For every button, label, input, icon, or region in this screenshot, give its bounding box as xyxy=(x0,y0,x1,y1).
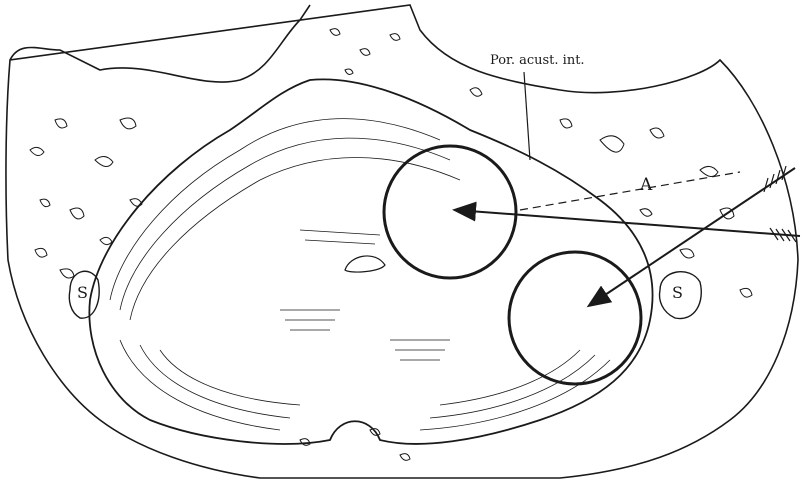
skull-outline xyxy=(6,5,798,478)
arrow-lower xyxy=(590,166,795,305)
dashed-guide-line xyxy=(520,172,740,210)
cerebellum-outline xyxy=(89,79,652,444)
upper-circle xyxy=(384,146,516,278)
folia-lines xyxy=(110,119,610,430)
label-s-left: S xyxy=(77,283,88,302)
brainstem-notch xyxy=(345,256,385,272)
label-s-right: S xyxy=(672,283,683,302)
porus-leader-line xyxy=(524,72,530,160)
label-a: A xyxy=(639,175,653,195)
label-porus-acusticus: Por. acust. int. xyxy=(490,53,585,68)
bone-texture-left xyxy=(30,118,142,278)
lower-circle xyxy=(509,252,641,384)
